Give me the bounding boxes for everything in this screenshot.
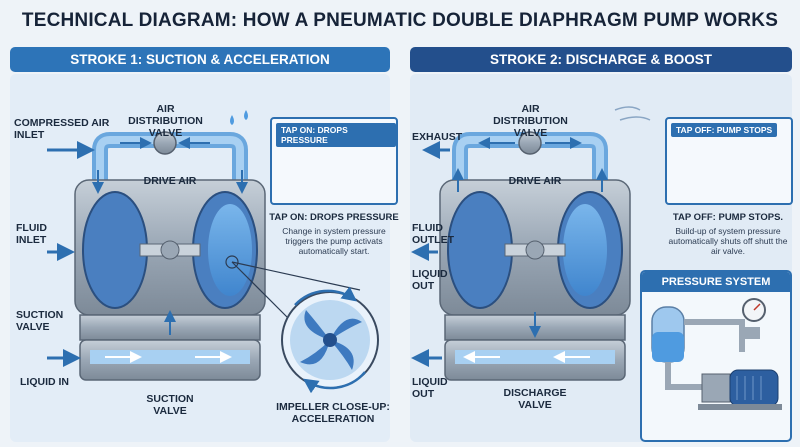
drive-air-label-2: DRIVE AIR [508,175,562,187]
fluid-outlet-label: FLUID OUTLET [412,222,454,246]
stroke2-banner: STROKE 2: DISCHARGE & BOOST [410,47,792,72]
discharge-valve-label: DISCHARGE VALVE [503,387,567,411]
air-distribution-valve-icon [153,131,177,155]
liquid-out-label-1: LIQUID OUT [412,268,448,292]
compressed-air-inlet-label: COMPRESSED AIR INLET [14,117,110,141]
drive-air-label-1: DRIVE AIR [143,175,197,187]
liquid-in-label: LIQUID IN [20,376,69,388]
pump-stroke2 [411,106,651,381]
exhaust-label: EXHAUST [412,131,463,143]
pressure-system-box: PRESSURE SYSTEM [640,270,792,442]
pressure-system-title: PRESSURE SYSTEM [642,272,790,292]
tap-off-heading: TAP OFF: PUMP STOPS. [672,212,784,223]
stroke1-banner: STROKE 1: SUCTION & ACCELERATION [10,47,390,72]
page-title: TECHNICAL DIAGRAM: HOW A PNEUMATIC DOUBL… [21,10,779,31]
tap-on-heading: TAP ON: DROPS PRESSURE [269,212,399,223]
air-distribution-valve-label-2: AIR DISTRIBUTION VALVE [493,103,568,139]
pressure-system-illustration [651,298,782,410]
tap-on-tag: TAP ON: DROPS PRESSURE [276,123,396,147]
tap-off-box: TAP OFF: PUMP STOPS [665,117,793,205]
suction-valve-label-bottom: SUCTION VALVE [146,393,194,417]
pump-stroke1 [47,110,266,381]
suction-valve-label-left: SUCTION VALVE [16,309,64,333]
tap-off-text: Build-up of system pressure automaticall… [668,226,788,256]
impeller-closeup [225,255,379,394]
tap-on-box: TAP ON: DROPS PRESSURE [270,117,398,205]
liquid-out-label-2: LIQUID OUT [412,376,448,400]
impeller-closeup-label: IMPELLER CLOSE-UP: ACCELERATION [276,401,390,425]
fluid-inlet-label: FLUID INLET [16,222,47,246]
tap-on-text: Change in system pressure triggers the p… [282,226,386,256]
air-distribution-valve-label-1: AIR DISTRIBUTION VALVE [128,103,203,139]
tap-off-tag: TAP OFF: PUMP STOPS [671,123,778,137]
